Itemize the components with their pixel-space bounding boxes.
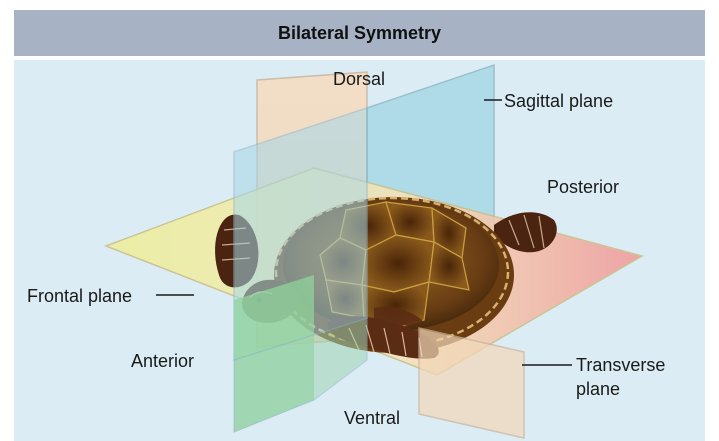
figure-title: Bilateral Symmetry <box>278 23 441 44</box>
title-bar: Bilateral Symmetry <box>14 10 705 56</box>
label-posterior: Posterior <box>547 176 619 198</box>
label-transverse-line2: plane <box>576 378 620 400</box>
label-ventral: Ventral <box>344 407 400 429</box>
label-anterior: Anterior <box>131 350 194 372</box>
diagram-panel: Dorsal Sagittal plane Posterior Frontal … <box>14 60 705 441</box>
label-frontal-plane: Frontal plane <box>27 285 132 307</box>
label-sagittal-plane: Sagittal plane <box>504 90 613 112</box>
transverse-plane-lower <box>419 328 524 438</box>
label-transverse-line1: Transverse <box>576 354 665 376</box>
label-dorsal: Dorsal <box>333 68 385 90</box>
